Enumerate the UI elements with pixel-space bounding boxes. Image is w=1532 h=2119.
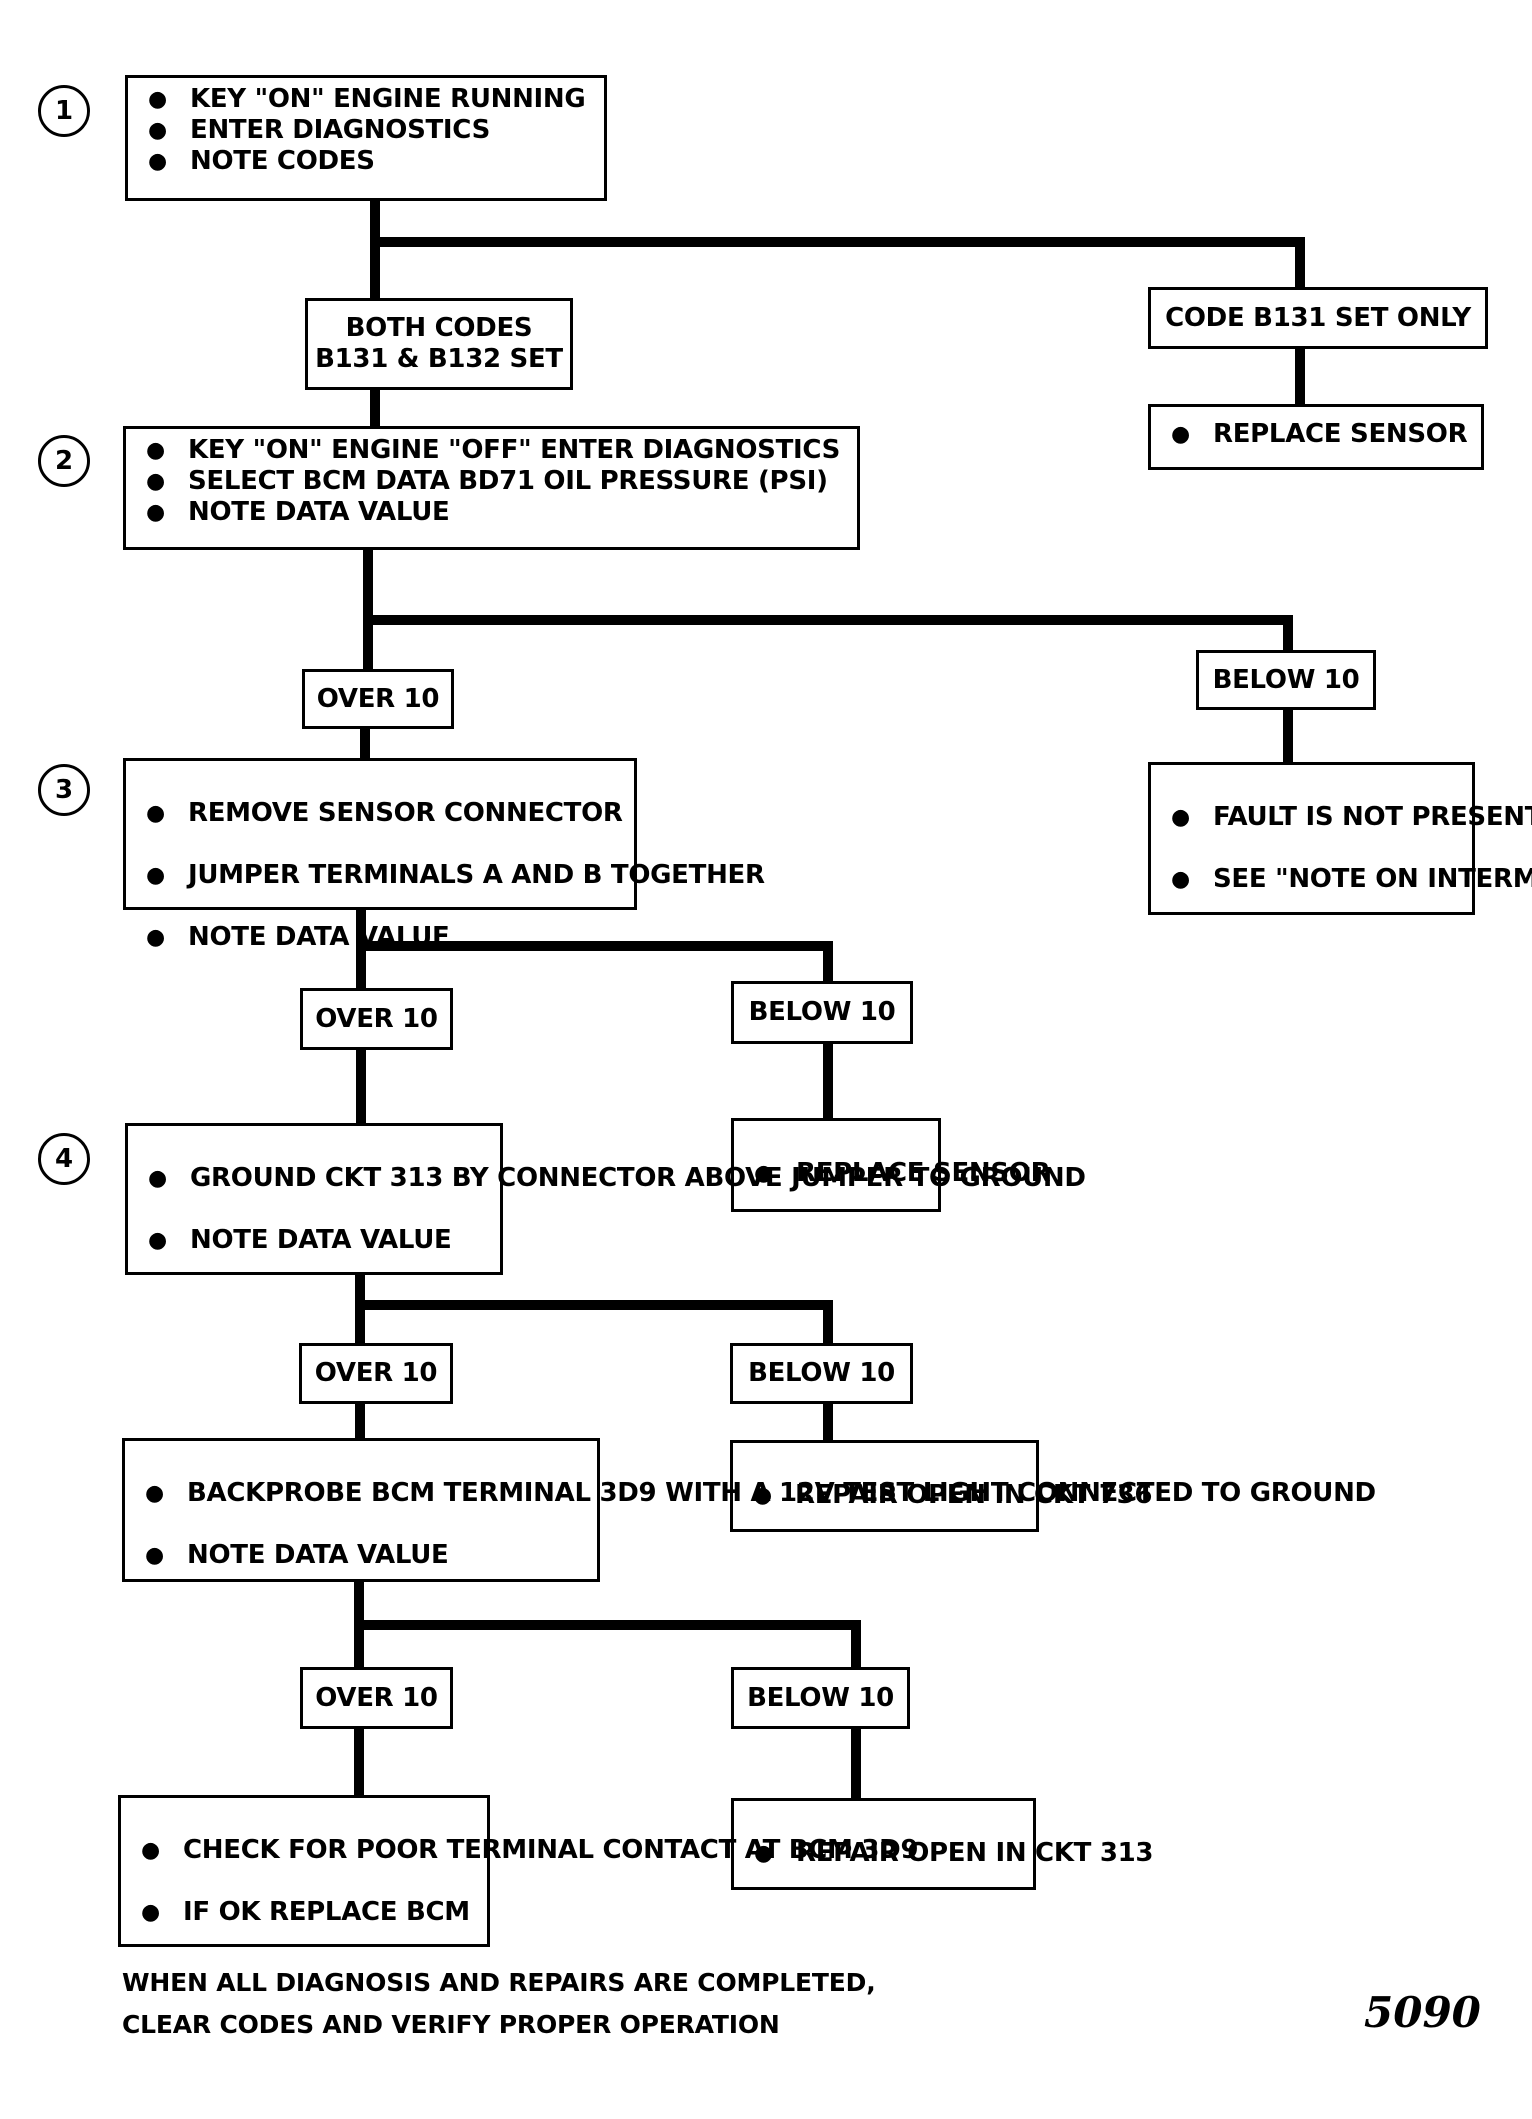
over10-label-step3: OVER 10 <box>300 988 453 1050</box>
check-terminal-item-2: ●IF OK REPLACE BCM <box>141 1897 470 1927</box>
fault-item-1: ●FAULT IS NOT PRESENT <box>1171 802 1532 832</box>
over10-label-step4: OVER 10 <box>299 1343 453 1404</box>
step2-item-1: ●KEY "ON" ENGINE "OFF" ENTER DIAGNOSTICS <box>146 435 841 465</box>
bullet-icon: ● <box>1171 867 1190 892</box>
footer-note: WHEN ALL DIAGNOSIS AND REPAIRS ARE COMPL… <box>122 1962 876 2046</box>
step2-box: ●KEY "ON" ENGINE "OFF" ENTER DIAGNOSTICS… <box>123 426 860 550</box>
step3-item-2: ●JUMPER TERMINALS A AND B TOGETHER <box>146 860 765 890</box>
replace-sensor-box-2: ●REPLACE SENSOR <box>731 1118 1051 1212</box>
repair-ckt313-item: ●REPAIR OPEN IN CKT 313 <box>754 1838 1154 1868</box>
bullet-icon: ● <box>146 500 165 525</box>
bullet-icon: ● <box>146 438 165 463</box>
bullet-icon: ● <box>146 925 165 950</box>
below10-label-step3: BELOW 10 <box>731 981 913 1044</box>
below10-label-step5: BELOW 10 <box>731 1667 910 1729</box>
bullet-icon: ● <box>753 1483 772 1508</box>
connector-split-step1 <box>370 237 1305 295</box>
step2-item-3: ●NOTE DATA VALUE <box>146 497 450 527</box>
step1-item-3: ●NOTE CODES <box>148 146 375 176</box>
code-b131-only-label: CODE B131 SET ONLY <box>1148 287 1488 349</box>
step1-item-2: ●ENTER DIAGNOSTICS <box>148 115 490 145</box>
below10-label-step4: BELOW 10 <box>730 1343 913 1404</box>
footer-line-1: WHEN ALL DIAGNOSIS AND REPAIRS ARE COMPL… <box>122 1968 876 1997</box>
step2-item-2: ●SELECT BCM DATA BD71 OIL PRESSURE (PSI) <box>146 466 828 496</box>
step5-item-2: ●NOTE DATA VALUE <box>145 1540 449 1570</box>
connector-split-step2 <box>363 615 1293 657</box>
bullet-icon: ● <box>148 149 167 174</box>
check-terminal-box: ●CHECK FOR POOR TERMINAL CONTACT AT BCM … <box>118 1795 919 1947</box>
connector-split-step4 <box>355 1300 833 1351</box>
check-terminal-item-1: ●CHECK FOR POOR TERMINAL CONTACT AT BCM … <box>141 1835 919 1865</box>
bullet-icon: ● <box>148 1228 167 1253</box>
step3-item-1: ●REMOVE SENSOR CONNECTOR <box>146 798 623 828</box>
step5-item-1: ●BACKPROBE BCM TERMINAL 3D9 WITH A 12V T… <box>145 1478 1376 1508</box>
step-number-4: 4 <box>38 1133 90 1185</box>
over10-label-step5: OVER 10 <box>300 1667 453 1729</box>
step-number-2: 2 <box>38 435 90 487</box>
step4-item-2: ●NOTE DATA VALUE <box>148 1225 452 1255</box>
bullet-icon: ● <box>141 1838 160 1863</box>
step5-box: ●BACKPROBE BCM TERMINAL 3D9 WITH A 12V T… <box>122 1438 1376 1582</box>
step3-item-3: ●NOTE DATA VALUE <box>146 922 450 952</box>
bullet-icon: ● <box>146 863 165 888</box>
step1-item-1: ●KEY "ON" ENGINE RUNNING <box>148 84 586 114</box>
connector-split-step3 <box>356 941 833 989</box>
step-number-1: 1 <box>38 85 90 137</box>
repair-ckt736-item: ●REPAIR OPEN IN CKT 736 <box>753 1480 1153 1510</box>
step3-box: ●REMOVE SENSOR CONNECTOR ●JUMPER TERMINA… <box>123 758 765 952</box>
bullet-icon: ● <box>148 118 167 143</box>
bullet-icon: ● <box>754 1161 773 1186</box>
bullet-icon: ● <box>1171 422 1190 447</box>
bullet-icon: ● <box>145 1543 164 1568</box>
both-codes-label: BOTH CODES B131 & B132 SET <box>305 298 573 390</box>
bullet-icon: ● <box>145 1481 164 1506</box>
replace-sensor-item-2: ●REPLACE SENSOR <box>754 1158 1051 1188</box>
repair-ckt313-box: ●REPAIR OPEN IN CKT 313 <box>731 1798 1154 1890</box>
connector-split-step5 <box>354 1620 861 1675</box>
figure-number: 5090 <box>1364 1988 1481 2037</box>
repair-ckt736-box: ●REPAIR OPEN IN CKT 736 <box>730 1440 1153 1532</box>
step-number-3: 3 <box>38 764 90 816</box>
fault-item-2: ●SEE "NOTE ON INTERMITTENTS" <box>1171 864 1532 894</box>
over10-label-step2: OVER 10 <box>302 669 454 729</box>
footer-line-2: CLEAR CODES AND VERIFY PROPER OPERATION <box>122 2010 780 2039</box>
replace-sensor-item: ●REPLACE SENSOR <box>1171 419 1468 449</box>
step4-item-1: ●GROUND CKT 313 BY CONNECTOR ABOVE JUMPE… <box>148 1163 1086 1193</box>
fault-not-present-box: ●FAULT IS NOT PRESENT ●SEE "NOTE ON INTE… <box>1148 762 1532 915</box>
below10-label-step2: BELOW 10 <box>1196 650 1376 710</box>
bullet-icon: ● <box>1171 805 1190 830</box>
bullet-icon: ● <box>141 1900 160 1925</box>
bullet-icon: ● <box>146 801 165 826</box>
bullet-icon: ● <box>148 87 167 112</box>
replace-sensor-box-1: ●REPLACE SENSOR <box>1148 404 1484 470</box>
bullet-icon: ● <box>146 469 165 494</box>
bullet-icon: ● <box>754 1841 773 1866</box>
bullet-icon: ● <box>148 1166 167 1191</box>
step4-box: ●GROUND CKT 313 BY CONNECTOR ABOVE JUMPE… <box>125 1123 1086 1275</box>
step1-box: ●KEY "ON" ENGINE RUNNING ●ENTER DIAGNOST… <box>125 75 607 201</box>
